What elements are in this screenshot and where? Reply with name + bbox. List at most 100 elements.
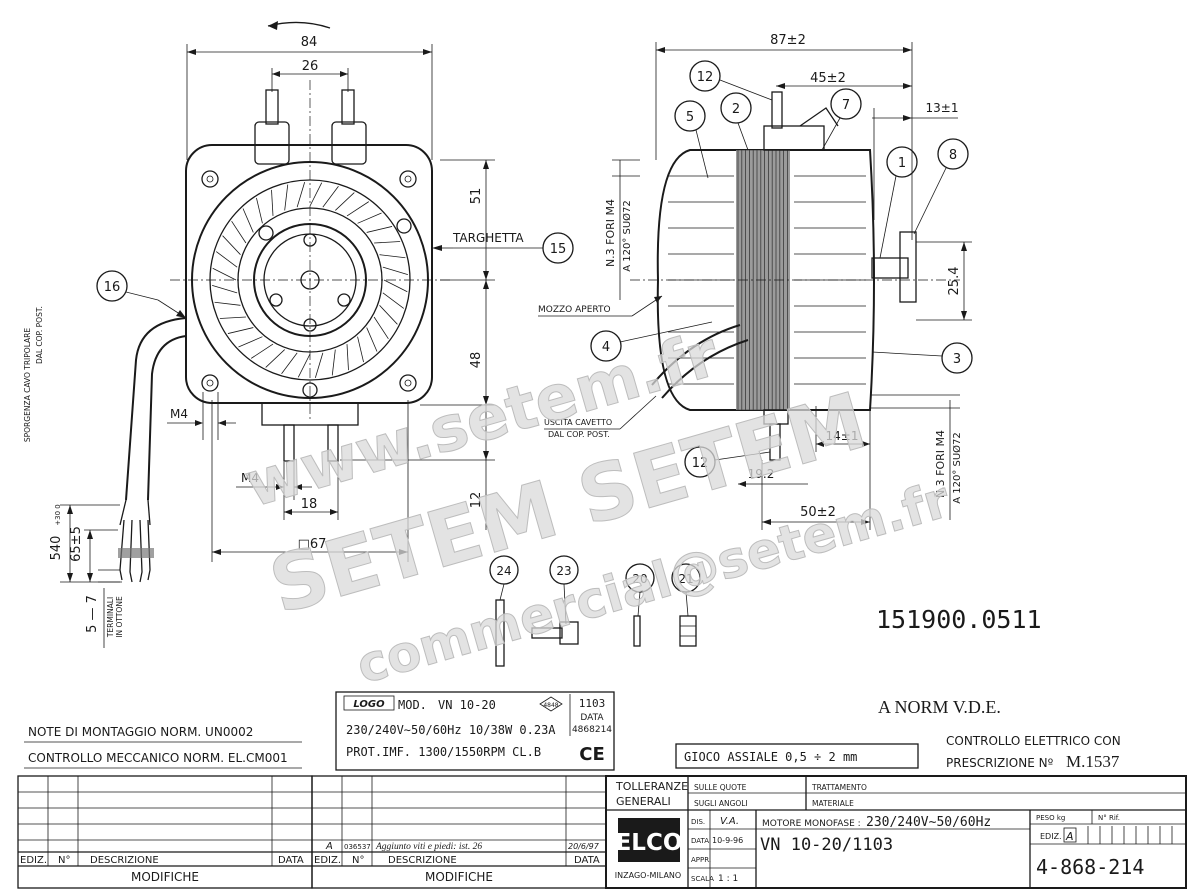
fin <box>231 220 247 244</box>
drawing-number: 4-868-214 <box>1036 855 1144 879</box>
norm-label: A NORM V.D.E. <box>878 697 1001 717</box>
peso-label: PESO kg <box>1036 814 1065 822</box>
balloon-24: 24 <box>496 564 511 578</box>
label-fori-top-1: N.3 FORI M4 <box>604 199 617 267</box>
ce-mark: CE <box>579 744 605 765</box>
balloon-16: 16 <box>104 280 121 295</box>
balloon-15: 15 <box>550 242 567 257</box>
company-name: ELCO <box>616 830 683 856</box>
gioco-assiale: GIOCO ASSIALE 0,5 ÷ 2 mm <box>684 750 857 764</box>
motor-body-side <box>656 149 875 411</box>
fin <box>322 185 339 208</box>
modifiche-table-right: A 036537 Aggiunto viti e piedi: ist. 26 … <box>311 775 607 889</box>
dim-side-25-4: 25.4 <box>947 267 962 296</box>
dim-side-14: 14±1 <box>826 429 859 443</box>
balloon-12-top: 12 <box>697 70 714 85</box>
controllo-elettrico-1: CONTROLLO ELETTRICO CON <box>946 734 1121 748</box>
fin <box>379 305 398 325</box>
prescrizione-value: M.1537 <box>1066 752 1120 771</box>
fin <box>346 344 349 371</box>
fin <box>214 301 241 306</box>
sulle-quote: SULLE QUOTE <box>694 783 747 792</box>
motor-housing-front <box>185 144 433 404</box>
fin <box>227 327 254 334</box>
notes: NOTE DI MONTAGGIO NORM. UN0002 CONTROLLO… <box>24 725 302 769</box>
model-code: VN 10-20/1103 <box>760 835 893 855</box>
modifiche-row-date: 20/6/97 <box>568 842 600 851</box>
part-balloons: 16 15 12 5 2 7 1 8 4 3 <box>96 60 973 478</box>
label-terminali-1: TERMINALI <box>106 597 115 638</box>
fin <box>382 266 408 276</box>
label-terminali-2: IN OTTONE <box>115 596 124 638</box>
nameplate-data-label: DATA <box>580 713 604 723</box>
fin <box>383 279 408 293</box>
nameplate-mod: MOD. <box>398 698 427 712</box>
controllo-elettrico-2: PRESCRIZIONE Nº <box>946 756 1054 770</box>
ediz-value: A <box>1065 830 1074 843</box>
fin <box>296 182 306 208</box>
balloon-7: 7 <box>842 98 850 113</box>
screw-part <box>531 627 563 639</box>
label-fori-bot-1: N.3 FORI M4 <box>934 430 947 498</box>
label-mozzo: MOZZO APERTO <box>538 305 611 315</box>
fin <box>335 192 355 211</box>
nameplate-badge: 4848 <box>543 702 558 709</box>
balloon-21: 21 <box>678 572 693 586</box>
label-uscita-2: DAL COP. POST. <box>548 430 610 439</box>
balloon-23: 23 <box>556 564 571 578</box>
dim-side-19-2: 19.2 <box>748 467 775 481</box>
fin <box>374 241 401 244</box>
modifiche-right-data: DATA <box>574 855 600 866</box>
fin <box>297 353 311 378</box>
dim-front-18: 18 <box>301 497 318 512</box>
fin <box>256 197 263 224</box>
modifiche-left-data: DATA <box>278 855 304 866</box>
rotation-arrow-head-icon <box>268 21 278 30</box>
part-number: 151900.0511 <box>876 605 1042 634</box>
gioco-box <box>675 743 919 769</box>
nameplate-line3: PROT.IMF. 1300/1550RPM CL.B <box>346 745 541 759</box>
balloon-20: 20 <box>632 572 647 586</box>
label-targhetta: TARGHETTA <box>452 231 524 245</box>
company-sub: INZAGO-MILANO <box>615 871 681 880</box>
fin <box>212 284 238 294</box>
fin <box>212 267 237 281</box>
front-view: 84 26 <box>23 21 543 648</box>
nameplate-logo: LOGO <box>353 699 385 710</box>
power-cable <box>125 317 187 501</box>
tolleranze-2: GENERALI <box>616 795 671 808</box>
fin <box>314 352 324 378</box>
cooling-fins <box>212 182 408 378</box>
balloon-8: 8 <box>949 148 957 163</box>
fin <box>366 226 393 233</box>
corner-screws <box>201 170 417 392</box>
modifiche-row-desc: Aggiunto viti e piedi: ist. 26 <box>375 842 482 852</box>
fin <box>373 316 389 340</box>
label-fori-bot-2: A 120° SUØ72 <box>951 432 963 504</box>
balloon-1: 1 <box>898 156 906 171</box>
fin <box>238 336 263 348</box>
dis-label: DIS. <box>691 818 705 826</box>
elco-logo <box>618 818 680 862</box>
dim-front-lower: 48 <box>469 352 484 369</box>
fin <box>265 349 285 368</box>
ediz-label: EDIZ. <box>1040 832 1062 841</box>
fin <box>309 182 323 207</box>
modifiche-right-descrizione: DESCRIZIONE <box>388 855 457 866</box>
modifiche-right-ediz: EDIZ. <box>314 855 341 866</box>
scala-label: SCALA <box>691 875 714 883</box>
fin <box>379 254 406 259</box>
modifiche-left-n: N° <box>58 855 70 866</box>
modifiche-right-footer: MODIFICHE <box>425 870 493 884</box>
label-uscita-1: USCITA CAVETTO <box>544 418 612 427</box>
dim-front-m4-bottom: M4 <box>241 471 259 485</box>
trattamento: TRATTAMENTO <box>811 783 867 792</box>
modifiche-right-n: N° <box>352 855 364 866</box>
fin <box>357 212 382 224</box>
note-montaggio: NOTE DI MONTAGGIO NORM. UN0002 <box>28 725 253 739</box>
fin <box>250 343 274 359</box>
dim-front-upper: 51 <box>469 188 484 205</box>
scala-value: 1 : 1 <box>718 874 738 884</box>
balloon-2: 2 <box>732 102 740 117</box>
